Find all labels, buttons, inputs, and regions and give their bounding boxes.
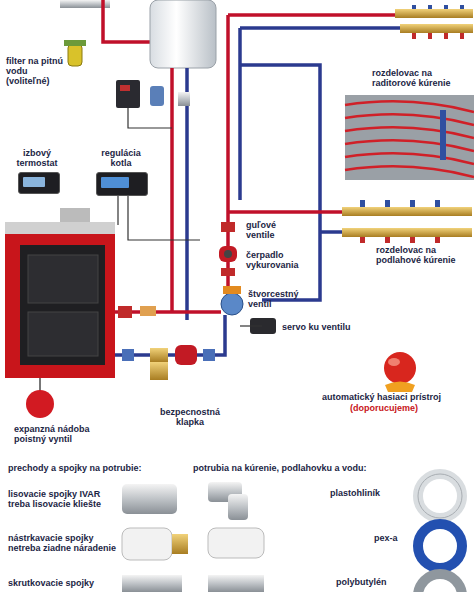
callout-label: polybutylén bbox=[336, 577, 416, 587]
device-node: regulácia kotla bbox=[90, 148, 152, 196]
device-label: regulácia kotla bbox=[90, 148, 152, 168]
callout-label: štvorcestný ventil bbox=[248, 289, 306, 309]
device-label: izbový termostat bbox=[8, 148, 66, 168]
display-screen bbox=[101, 177, 129, 188]
callout-label: bezpecnostná klapka bbox=[155, 407, 225, 427]
callout-label: čerpadlo vykurovania bbox=[246, 250, 308, 270]
callout-label: lisovacie spojky IVAR treba lisovacie kl… bbox=[8, 489, 120, 509]
callout-label: expanzná nádoba poistný vyntil bbox=[14, 424, 114, 444]
callout-label: prechody a spojky na potrubie: bbox=[8, 463, 193, 473]
display-screen bbox=[23, 177, 45, 187]
device-node: izbový termostat bbox=[8, 148, 66, 194]
callout-label: skrutkovacie spojky bbox=[8, 578, 120, 588]
callout-label: plastohliník bbox=[330, 488, 410, 498]
callout-label: nástrkavacie spojky netreba ziadne nárad… bbox=[8, 533, 120, 553]
callout-label: (doporucujeme) bbox=[350, 403, 450, 413]
control-unit bbox=[18, 172, 60, 194]
callout-label: servo ku ventilu bbox=[282, 322, 372, 332]
callout-label: guľové ventile bbox=[246, 220, 296, 240]
callout-label: filter na pitnú vodu (voliteľné) bbox=[6, 56, 64, 86]
callout-label: rozdelovac na raditorové kúrenie bbox=[372, 68, 472, 88]
callout-label: automatický hasiaci prístroj bbox=[322, 392, 474, 402]
callout-label: rozdelovac na podlahové kúrenie bbox=[376, 245, 472, 265]
callout-label: pex-a bbox=[374, 533, 434, 543]
callout-label: potrubia na kúrenie, podlahovku a vodu: bbox=[193, 463, 473, 473]
control-unit bbox=[96, 172, 148, 196]
